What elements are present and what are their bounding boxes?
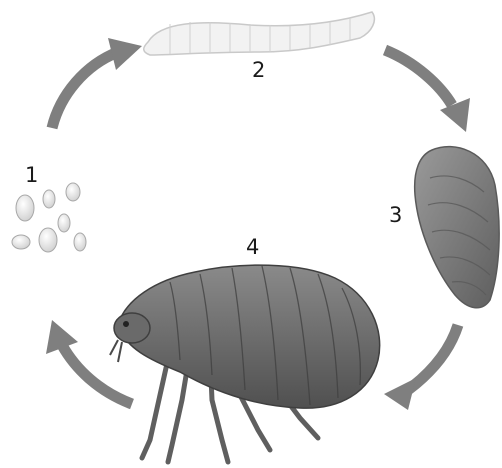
pupa xyxy=(415,147,499,308)
arrow-egg-to-larva xyxy=(52,38,142,128)
egg-cluster xyxy=(12,183,86,252)
stage-1-label: 1 xyxy=(25,165,38,186)
larva xyxy=(144,12,375,55)
arrow-larva-to-pupa xyxy=(385,50,470,132)
arrow-pupa-to-adult xyxy=(384,325,458,410)
adult-flea xyxy=(110,265,380,462)
stage-2-label: 2 xyxy=(252,60,265,81)
stage-4-label: 4 xyxy=(246,237,259,258)
stage-3-label: 3 xyxy=(389,205,402,226)
